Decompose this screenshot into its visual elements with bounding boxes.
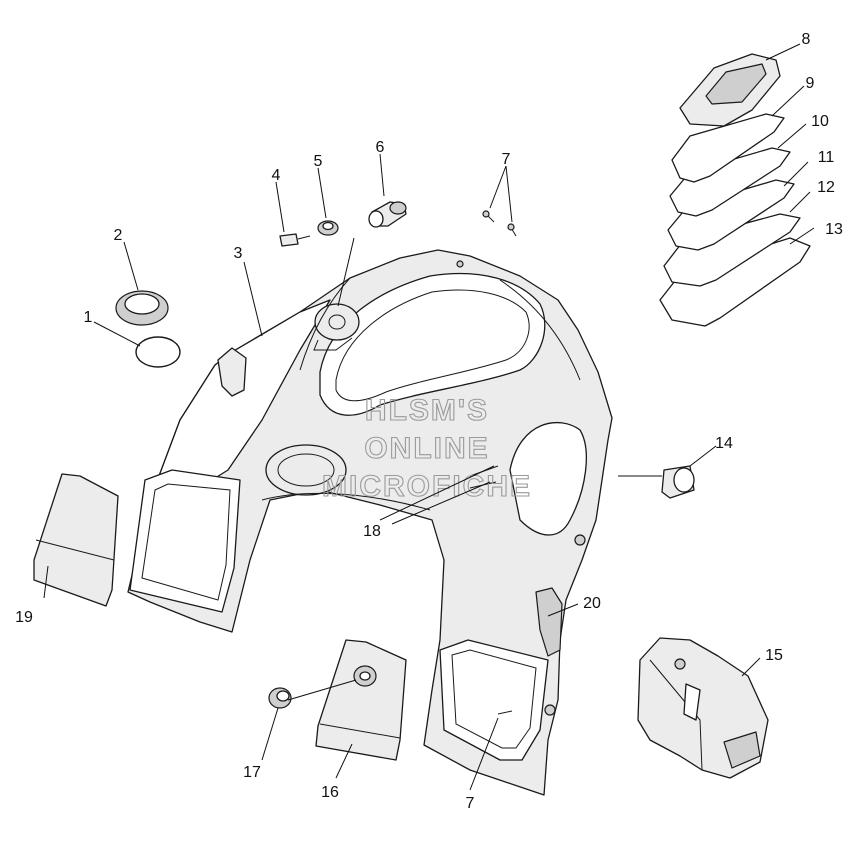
callout-1: 1 [84, 309, 93, 326]
callout-13: 13 [825, 221, 843, 238]
cover-part-16 [315, 639, 407, 761]
front-panel-part-3 [127, 249, 613, 796]
callout-18: 18 [363, 523, 381, 540]
housing-part-15 [637, 637, 769, 779]
side-molding-part-20 [535, 587, 563, 657]
bezel-ring-part-2 [115, 290, 169, 326]
callout-2: 2 [114, 227, 123, 244]
key-part-4 [279, 233, 311, 247]
socket-part-14 [661, 465, 695, 499]
callout-15: 15 [765, 647, 783, 664]
callout-5: 5 [314, 153, 323, 170]
callout-17: 17 [243, 764, 261, 781]
watermark: HLSM'S ONLINE MICROFICHE [321, 393, 530, 503]
callout-11: 11 [818, 149, 835, 166]
lens-stack-parts-8-13 [659, 53, 811, 327]
o-ring-part-1 [135, 336, 181, 368]
callout-3: 3 [234, 245, 243, 262]
nut-part-5 [317, 220, 339, 236]
callout-12: 12 [817, 179, 835, 196]
callout-7-bottom: 7 [466, 795, 475, 812]
callout-10: 10 [811, 113, 829, 130]
callout-14: 14 [715, 435, 733, 452]
callout-8: 8 [802, 31, 811, 48]
gasket-part-9 [671, 113, 785, 183]
watermark-line-1: HLSM'S [365, 394, 489, 427]
plug-part-17 [268, 687, 292, 709]
switch-part-6 [368, 201, 407, 228]
callout-20: 20 [583, 595, 601, 612]
watermark-line-2: ONLINE [364, 432, 489, 465]
callout-16: 16 [321, 784, 339, 801]
leader-lines [43, 43, 815, 791]
cover-part-19 [33, 473, 119, 607]
callout-9: 9 [806, 75, 815, 92]
callout-7-top: 7 [502, 151, 511, 168]
screws-part-7-top [482, 210, 517, 237]
callout-labels: 1 2 3 4 5 6 7 8 9 10 11 12 13 14 15 16 1… [15, 31, 843, 812]
callout-4: 4 [272, 167, 281, 184]
callout-6: 6 [376, 139, 385, 156]
callout-19: 19 [15, 609, 33, 626]
